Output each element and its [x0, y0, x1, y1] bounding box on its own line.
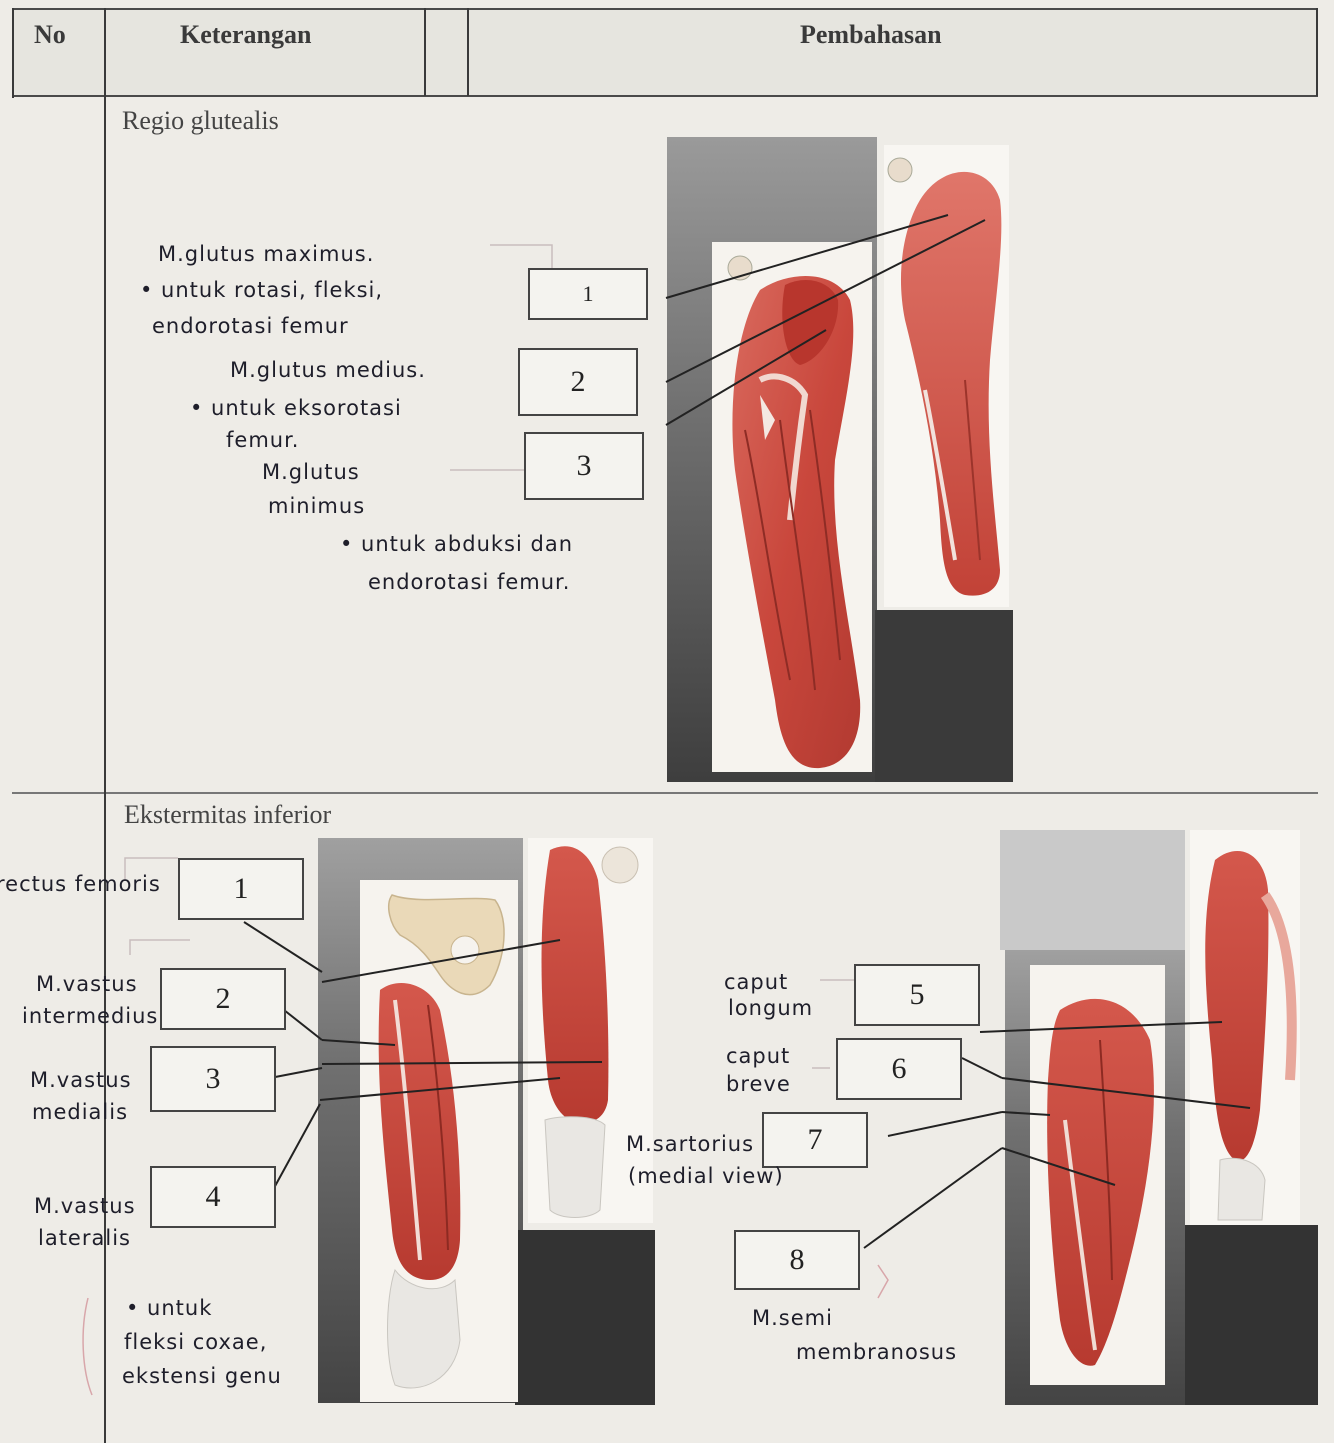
note-semimembranosus-2: membranosus	[796, 1340, 957, 1364]
lower-limb-label-box-2: 2	[160, 968, 286, 1030]
note-sartorius-2: (medial view)	[628, 1164, 784, 1188]
note-vastus-medialis-2: medialis	[32, 1100, 128, 1124]
note-caput-breve-2: breve	[726, 1072, 791, 1096]
note-semimembranosus: M.semi	[752, 1306, 833, 1330]
note-quadriceps-function-3: ekstensi genu	[122, 1364, 282, 1388]
note-vastus-intermedius: M.vastus	[36, 972, 138, 996]
lower-limb-label-box-6: 6	[836, 1038, 962, 1100]
note-caput-breve: caput	[726, 1044, 790, 1068]
anterior-panel-dark	[515, 1230, 655, 1405]
note-quadriceps-function: • untuk	[126, 1296, 212, 1320]
lower-limb-label-box-3: 3	[150, 1046, 276, 1112]
note-sartorius: M.sartorius	[626, 1132, 754, 1156]
note-caput-longum-2: longum	[728, 996, 813, 1020]
lower-limb-label-box-4: 4	[150, 1166, 276, 1228]
lower-limb-label-box-1: 1	[178, 858, 304, 920]
note-vastus-lateralis: M.vastus	[34, 1194, 136, 1218]
note-quadriceps-function-2: fleksi coxae,	[124, 1330, 267, 1354]
note-caput-longum: caput	[724, 970, 788, 994]
note-vastus-intermedius-2: intermedius	[22, 1004, 158, 1028]
posterior-panel-top	[1000, 830, 1185, 950]
lower-limb-label-box-8: 8	[734, 1230, 860, 1290]
note-vastus-medialis: M.vastus	[30, 1068, 132, 1092]
note-rectus-femoris: rectus femoris	[0, 872, 161, 896]
lower-limb-label-box-5: 5	[854, 964, 980, 1026]
posterior-panel-dark	[1185, 1225, 1318, 1405]
note-vastus-lateralis-2: lateralis	[38, 1226, 131, 1250]
thigh-anterior-isolated	[542, 846, 609, 1123]
lower-limb-label-box-7: 7	[762, 1112, 868, 1168]
